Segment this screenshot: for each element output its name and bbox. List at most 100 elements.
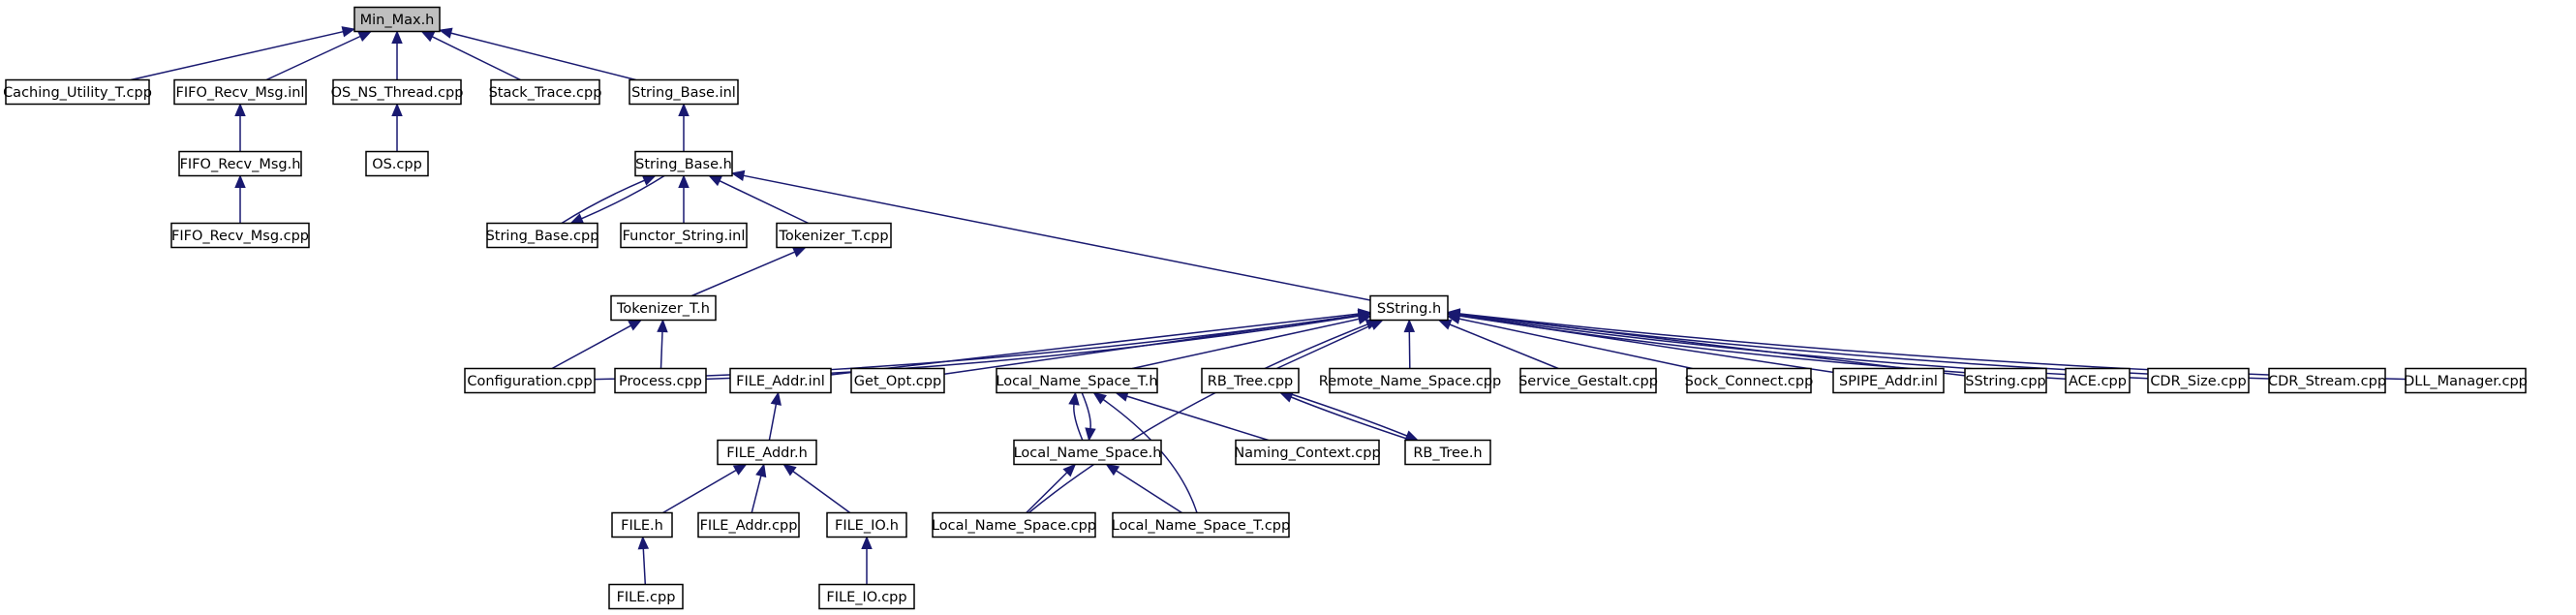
node-label: FILE_Addr.inl <box>736 374 825 389</box>
dependency-edge <box>1446 313 1693 370</box>
node-label: Service_Gestalt.cpp <box>1518 374 1658 389</box>
node-naming-context-cpp[interactable]: Naming_Context.cpp <box>1234 439 1381 466</box>
node-label: CDR_Size.cpp <box>2150 374 2246 389</box>
node-string-base-h[interactable]: String_Base.h <box>634 150 733 177</box>
node-os-ns-thread-cpp[interactable]: OS_NS_Thread.cpp <box>331 78 464 106</box>
node-box <box>1832 367 1945 394</box>
edge-line <box>1073 404 1084 441</box>
node-file-h[interactable]: FILE.h <box>611 511 673 538</box>
dependency-edge <box>1092 391 1198 513</box>
arrowhead-icon <box>755 463 767 478</box>
node-cdr-stream-cpp[interactable]: CDR_Stream.cpp <box>2268 367 2386 394</box>
edge-line <box>792 470 851 514</box>
node-cdr-size-cpp[interactable]: CDR_Size.cpp <box>2147 367 2250 394</box>
node-label: Caching_Utility_T.cpp <box>3 85 152 101</box>
node-remote-name-space-cpp[interactable]: Remote_Name_Space.cpp <box>1319 367 1501 394</box>
node-tokenizer-t-cpp[interactable]: Tokenizer_T.cpp <box>776 222 892 249</box>
arrowhead-icon <box>861 536 873 549</box>
node-sstring-h[interactable]: SString.h <box>1369 294 1449 322</box>
edge-line <box>751 475 762 513</box>
arrowhead-icon <box>420 30 436 43</box>
edge-line <box>1449 323 1559 370</box>
node-string-base-inl[interactable]: String_Base.inl <box>629 78 739 106</box>
dependency-edge <box>391 103 403 152</box>
node-file-addr-cpp[interactable]: FILE_Addr.cpp <box>697 511 800 538</box>
edge-line <box>551 324 631 370</box>
edge-line <box>1286 391 1408 437</box>
node-process-cpp[interactable]: Process.cpp <box>614 367 707 394</box>
node-rb-tree-cpp[interactable]: RB_Tree.cpp <box>1201 367 1300 394</box>
node-file-addr-h[interactable]: FILE_Addr.h <box>717 439 817 466</box>
node-fifo-recv-msg-inl[interactable]: FIFO_Recv_Msg.inl <box>173 78 307 106</box>
node-fifo-recv-msg-cpp[interactable]: FIFO_Recv_Msg.cpp <box>170 222 310 249</box>
dependency-edge <box>1081 392 1096 442</box>
node-box <box>353 6 441 33</box>
arrowhead-icon <box>391 30 403 44</box>
node-get-opt-cpp[interactable]: Get_Opt.cpp <box>850 367 945 394</box>
node-box <box>614 367 707 394</box>
node-caching-utility-t-cpp[interactable]: Caching_Utility_T.cpp <box>3 78 152 106</box>
node-file-io-cpp[interactable]: FILE_IO.cpp <box>818 583 915 610</box>
node-label: FILE_IO.cpp <box>826 590 906 605</box>
dependency-edge <box>782 463 851 514</box>
node-box <box>490 78 600 106</box>
edge-line <box>431 36 521 81</box>
arrowhead-icon <box>1062 463 1077 477</box>
node-box <box>620 222 748 249</box>
node-functor-string-inl[interactable]: Functor_String.inl <box>620 222 748 249</box>
dependency-edge <box>1403 319 1416 369</box>
dependency-edge <box>678 174 690 224</box>
edge-line <box>1290 396 1412 442</box>
node-local-name-space-t-h[interactable]: Local_Name_Space_T.h <box>996 367 1158 394</box>
node-dll-manager-cpp[interactable]: DLL_Manager.cpp <box>2404 367 2528 394</box>
node-label: Naming_Context.cpp <box>1234 446 1380 461</box>
node-label: Min_Max.h <box>360 13 435 28</box>
edge-line <box>1026 472 1068 514</box>
arrowhead-icon <box>770 391 782 406</box>
node-local-name-space-cpp[interactable]: Local_Name_Space.cpp <box>932 511 1096 538</box>
dependency-edge <box>751 463 767 513</box>
arrowhead-icon <box>628 319 643 331</box>
node-service-gestalt-cpp[interactable]: Service_Gestalt.cpp <box>1518 367 1658 394</box>
dependency-edge <box>657 319 668 369</box>
node-box <box>717 439 817 466</box>
node-string-base-cpp[interactable]: String_Base.cpp <box>486 222 599 249</box>
node-sstring-cpp[interactable]: SString.cpp <box>1964 367 2047 394</box>
node-label: RB_Tree.cpp <box>1208 374 1293 389</box>
node-ace-cpp[interactable]: ACE.cpp <box>2065 367 2131 394</box>
arrowhead-icon <box>1403 319 1416 333</box>
node-label: Get_Opt.cpp <box>854 374 941 389</box>
node-configuration-cpp[interactable]: Configuration.cpp <box>464 367 596 394</box>
edge-line <box>1081 392 1091 429</box>
dependency-edge <box>234 103 246 152</box>
node-box <box>486 222 598 249</box>
node-sock-connect-cpp[interactable]: Sock_Connect.cpp <box>1685 367 1814 394</box>
edge-line <box>1116 470 1182 514</box>
node-file-cpp[interactable]: FILE.cpp <box>608 583 684 610</box>
node-label: FIFO_Recv_Msg.inl <box>176 85 305 101</box>
dependency-edge <box>662 463 748 514</box>
node-file-addr-inl[interactable]: FILE_Addr.inl <box>729 367 832 394</box>
node-file-io-h[interactable]: FILE_IO.h <box>826 511 907 538</box>
node-rb-tree-h[interactable]: RB_Tree.h <box>1404 439 1491 466</box>
edge-line <box>561 179 645 225</box>
node-label: Tokenizer_T.cpp <box>778 229 888 244</box>
arrowhead-icon <box>234 174 246 188</box>
node-min-max-h[interactable]: Min_Max.h <box>353 6 441 33</box>
node-tokenizer-t-h[interactable]: Tokenizer_T.h <box>610 294 717 322</box>
node-os-cpp[interactable]: OS.cpp <box>365 150 429 177</box>
node-fifo-recv-msg-h[interactable]: FIFO_Recv_Msg.h <box>178 150 302 177</box>
edge-line <box>662 469 737 514</box>
edge-line <box>691 251 795 297</box>
arrowhead-icon <box>1068 391 1080 406</box>
node-box <box>1013 439 1162 466</box>
arrowhead-icon <box>657 319 668 333</box>
node-stack-trace-cpp[interactable]: Stack_Trace.cpp <box>489 78 602 106</box>
node-label: FILE_Addr.h <box>726 446 808 461</box>
node-label: Remote_Name_Space.cpp <box>1319 374 1501 389</box>
dependency-edge <box>708 174 810 225</box>
node-spipe-addr-inl[interactable]: SPIPE_Addr.inl <box>1832 367 1945 394</box>
node-local-name-space-h[interactable]: Local_Name_Space.h <box>1013 439 1162 466</box>
dependency-edge <box>265 30 373 81</box>
node-local-name-space-t-cpp[interactable]: Local_Name_Space_T.cpp <box>1112 511 1290 538</box>
